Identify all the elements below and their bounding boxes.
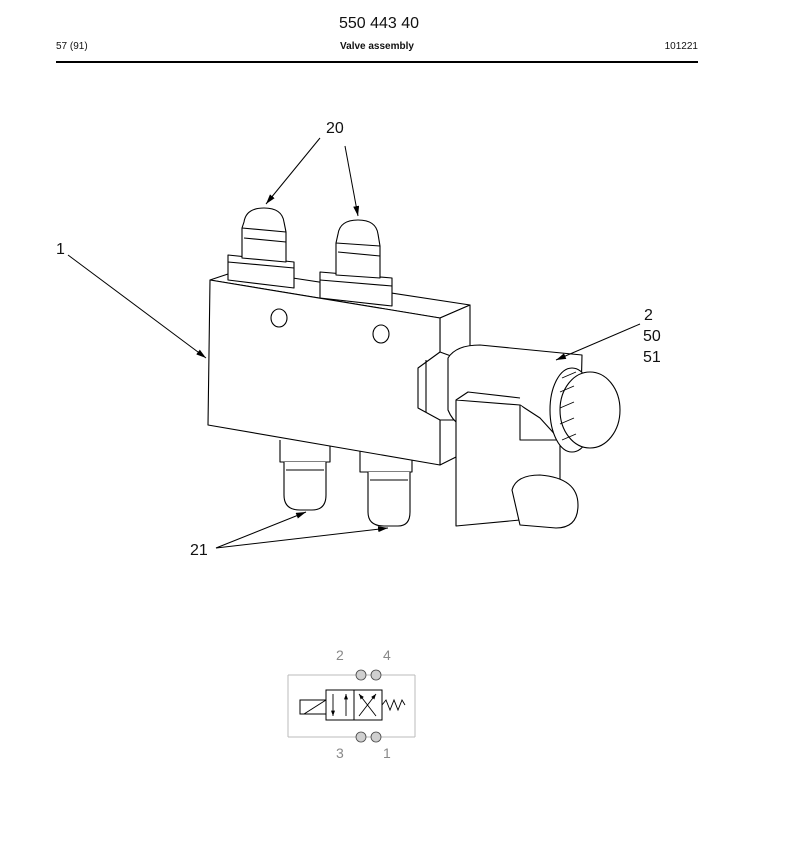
callout-51: 51: [643, 349, 661, 366]
date-code: 101221: [664, 41, 698, 52]
callout-21: 21: [190, 542, 208, 559]
callout-20: 20: [326, 120, 344, 137]
document-title: Valve assembly: [340, 41, 414, 52]
leader-lines: [67, 137, 641, 549]
header-rule: [56, 61, 698, 63]
port-label-4: 4: [383, 647, 391, 663]
callout-2: 2: [644, 307, 653, 324]
port-label-3: 3: [336, 745, 344, 761]
valve-body-drawing: [207, 207, 621, 529]
callout-1: 1: [56, 241, 65, 258]
callout-50: 50: [643, 328, 661, 345]
page-reference: 57 (91): [56, 41, 88, 52]
hydraulic-schematic: [287, 669, 416, 743]
doc-number: 550 443 40: [338, 15, 420, 32]
header-row: 57 (91) Valve assembly 101221: [56, 41, 698, 57]
port-label-2: 2: [336, 647, 344, 663]
port-label-1: 1: [383, 745, 391, 761]
